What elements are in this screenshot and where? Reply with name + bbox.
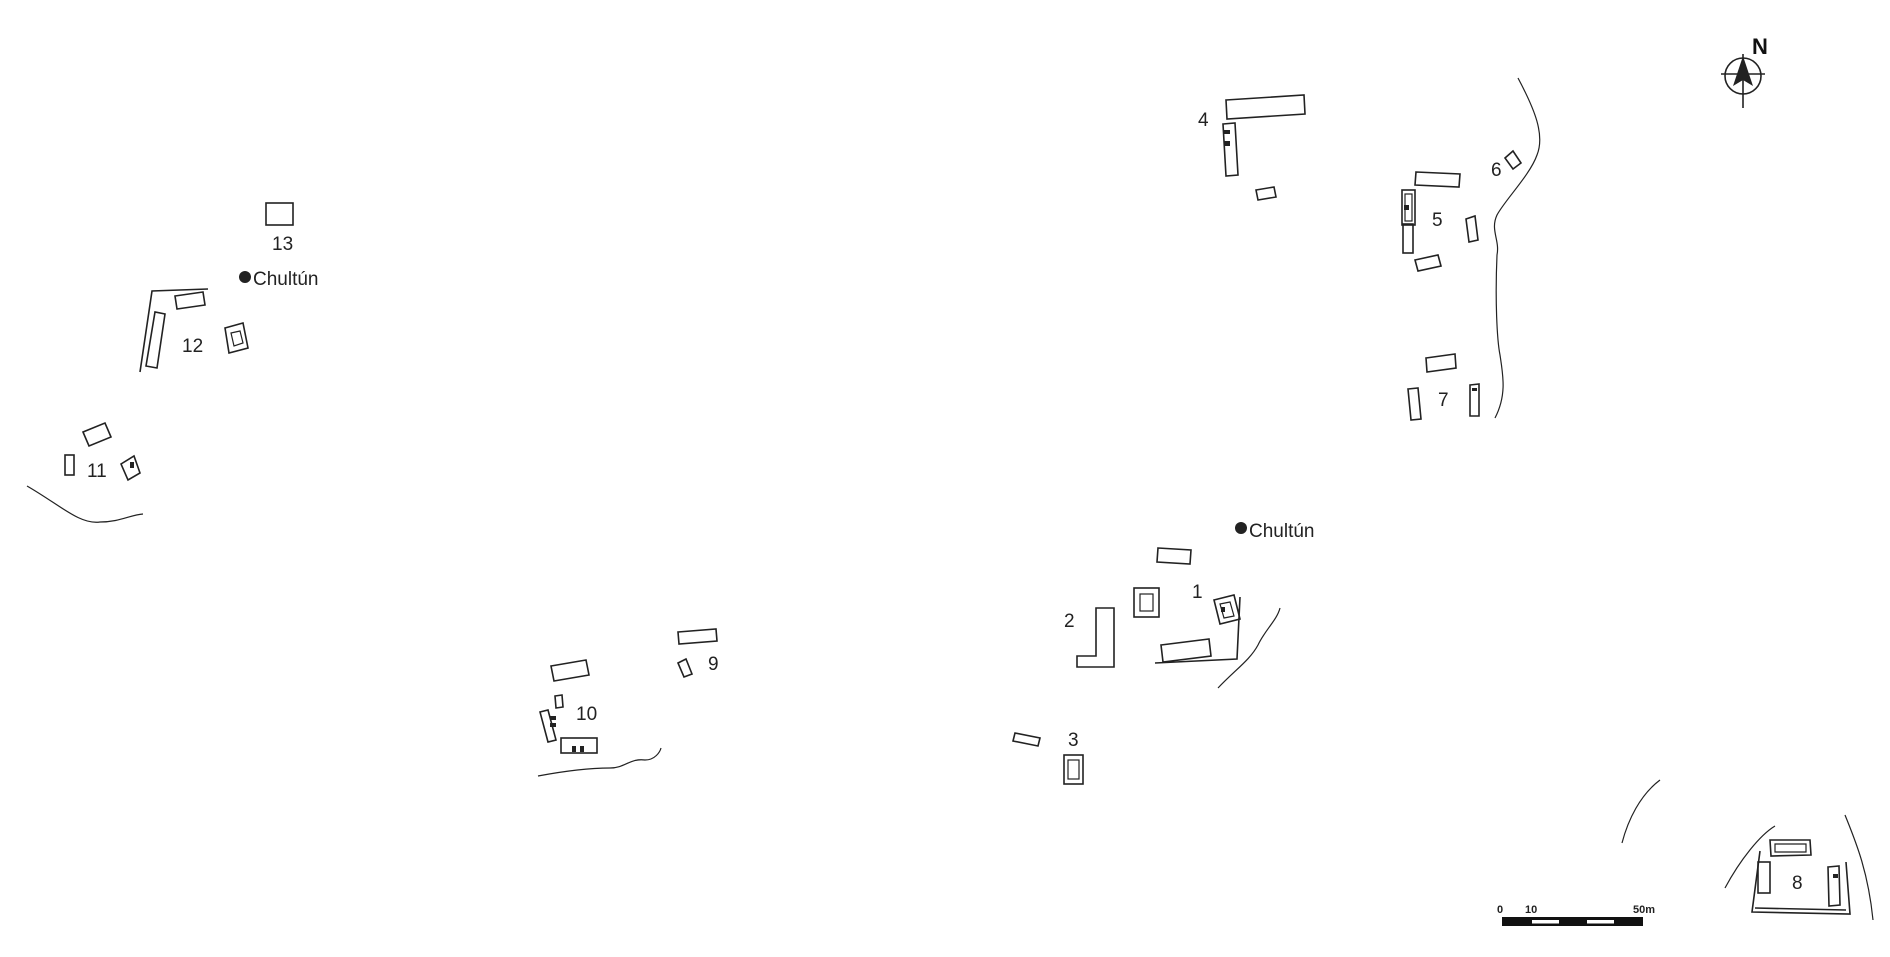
north-label: N — [1752, 34, 1768, 59]
group-11-label: 11 — [87, 461, 107, 482]
group-4-label: 4 — [1198, 110, 1209, 131]
group-6-label: 6 — [1491, 160, 1502, 181]
group-4: 4 — [1198, 94, 1306, 201]
terrain-lines — [26, 77, 1874, 921]
scale-label-10: 10 — [1525, 904, 1537, 916]
group-5-label: 5 — [1432, 210, 1443, 231]
group-13: 13 — [265, 202, 294, 255]
north-arrow-icon: N — [1721, 34, 1768, 108]
group-7-label: 7 — [1438, 390, 1449, 411]
chultun-marker-center: Chultún — [1235, 521, 1315, 542]
group-12: 12 — [139, 288, 249, 373]
group-8: 8 — [1751, 839, 1851, 915]
group-13-label: 13 — [272, 234, 293, 255]
group-10-label: 10 — [576, 704, 597, 725]
scale-bar: 0 10 50m — [1497, 904, 1655, 926]
scale-label-50m: 50m — [1633, 904, 1655, 916]
group-3-label: 3 — [1068, 730, 1079, 751]
chultun-label-nw: Chultún — [253, 269, 319, 290]
group-1: 1 — [1133, 547, 1241, 664]
group-3: 3 — [1012, 730, 1084, 785]
group-12-label: 12 — [182, 336, 203, 357]
group-9-label: 9 — [708, 654, 719, 675]
group-2: 2 — [1064, 607, 1115, 668]
scale-label-0: 0 — [1497, 904, 1503, 916]
group-8-label: 8 — [1792, 873, 1803, 894]
group-11: 11 — [64, 421, 141, 482]
group-2-label: 2 — [1064, 611, 1075, 632]
group-10: 10 — [539, 659, 598, 754]
group-1-label: 1 — [1192, 582, 1203, 603]
chultun-marker-nw: Chultún — [239, 269, 319, 290]
group-6: 6 — [1491, 149, 1523, 181]
group-9: 9 — [676, 628, 719, 679]
group-7: 7 — [1407, 353, 1480, 421]
chultun-label-center: Chultún — [1249, 521, 1315, 542]
group-5: 5 — [1401, 171, 1479, 272]
